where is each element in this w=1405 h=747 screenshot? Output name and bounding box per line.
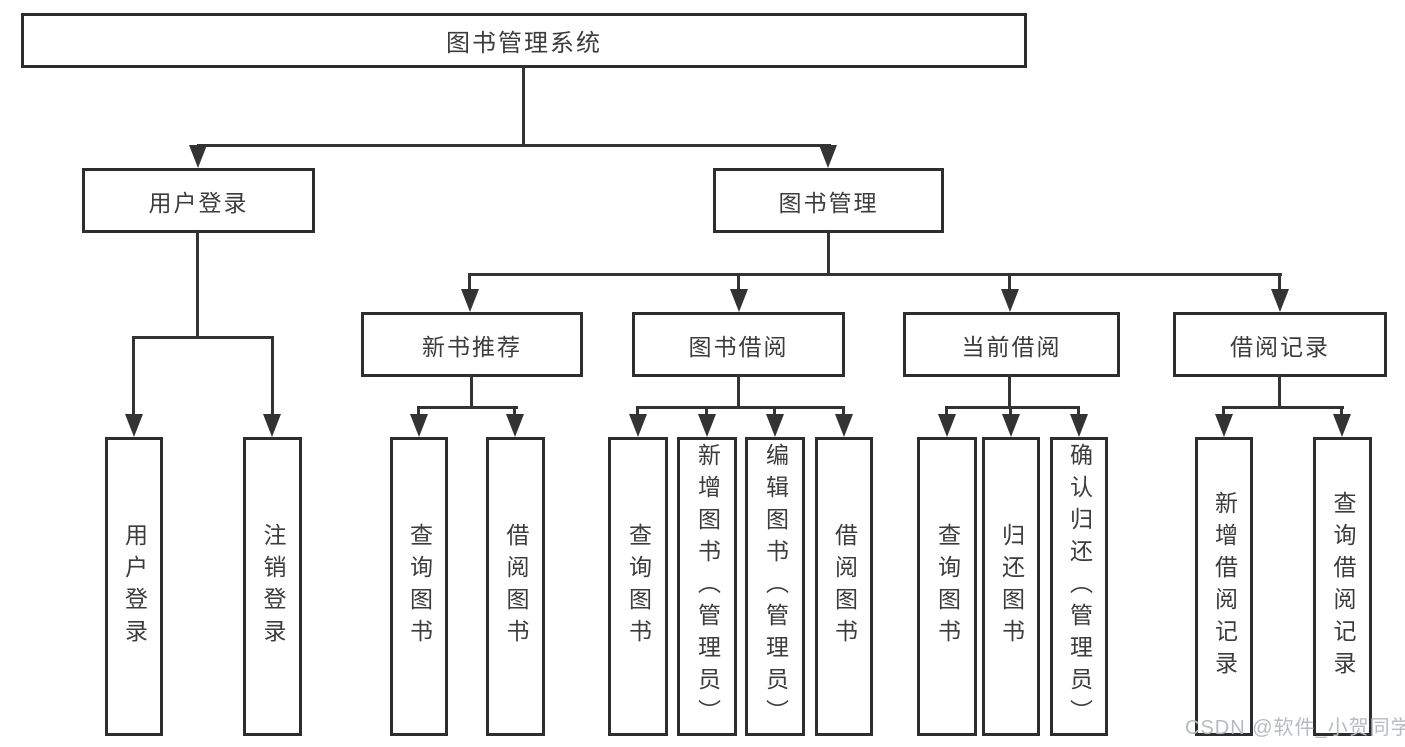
connector-line [737, 375, 740, 406]
node-query-books-borrowing: 查询图书 [608, 437, 668, 736]
node-label: 注销登录 [260, 522, 286, 651]
connector-line [513, 406, 516, 415]
node-label: 新增图书（管理员） [694, 442, 721, 731]
node-new-book-recommendation: 新书推荐 [361, 312, 583, 377]
arrow-down-icon [835, 414, 853, 437]
arrow-down-icon [730, 289, 748, 312]
connector-line [636, 406, 639, 415]
connector-line [946, 406, 1080, 409]
csdn-watermark: CSDN @软件_小贺同学 [1185, 717, 1405, 739]
node-confirm-return-admin: 确认归还（管理员） [1050, 437, 1108, 736]
arrow-down-icon [1271, 289, 1289, 312]
node-query-books-current: 查询图书 [917, 437, 977, 736]
connector-line [1340, 406, 1343, 415]
connector-line [132, 336, 135, 415]
node-borrow-books-borrowing: 借阅图书 [815, 437, 873, 736]
connector-line [1222, 406, 1225, 415]
node-book-management: 图书管理 [713, 168, 944, 233]
arrow-down-icon [506, 414, 524, 437]
connector-line [636, 406, 845, 409]
connector-line [197, 144, 831, 147]
node-book-borrowing: 图书借阅 [632, 312, 845, 377]
connector-line [469, 273, 1282, 276]
connector-line [196, 231, 199, 336]
node-label: 归还图书 [998, 522, 1025, 651]
arrow-down-icon [1001, 289, 1019, 312]
connector-line [1278, 375, 1281, 406]
connector-line [842, 406, 845, 415]
node-label: 借阅图书 [831, 522, 858, 651]
connector-line [133, 336, 274, 339]
node-label: 图书管理系统 [446, 30, 602, 57]
connector-line [468, 273, 471, 290]
node-label: 用户登录 [148, 189, 249, 216]
node-add-borrow-record: 新增借阅记录 [1195, 437, 1253, 736]
node-query-books-recommend: 查询图书 [390, 437, 448, 736]
node-label: 确认归还（管理员） [1066, 442, 1093, 731]
node-label: 图书管理 [778, 189, 879, 216]
node-label: 借阅记录 [1230, 333, 1330, 360]
connector-line [1223, 406, 1344, 409]
node-user-login-action: 用户登录 [105, 437, 163, 736]
arrow-down-icon [1333, 414, 1351, 437]
node-user-login: 用户登录 [82, 168, 315, 233]
node-query-borrow-record: 查询借阅记录 [1313, 437, 1372, 736]
arrow-down-icon [819, 145, 837, 168]
connector-line [1077, 406, 1080, 415]
node-label: 新书推荐 [422, 333, 522, 360]
node-label: 借阅图书 [503, 522, 529, 651]
node-logout-action: 注销登录 [243, 437, 302, 736]
node-label: 当前借阅 [961, 333, 1062, 360]
node-label: 查询借阅记录 [1330, 490, 1356, 683]
node-library-management-system: 图书管理系统 [21, 13, 1027, 68]
arrow-down-icon [263, 414, 281, 437]
node-label: 用户登录 [121, 522, 148, 651]
arrow-down-icon [461, 289, 479, 312]
node-edit-books-admin: 编辑图书（管理员） [745, 437, 805, 736]
connector-line [417, 406, 420, 415]
arrow-down-icon [938, 414, 956, 437]
connector-line [1008, 375, 1011, 406]
node-label: 查询图书 [406, 522, 433, 651]
connector-line [827, 231, 830, 273]
arrow-down-icon [1070, 414, 1088, 437]
node-return-books: 归还图书 [982, 437, 1040, 736]
connector-line [1008, 273, 1011, 290]
connector-line [418, 406, 518, 409]
node-borrow-books-recommend: 借阅图书 [486, 437, 545, 736]
arrow-down-icon [766, 414, 784, 437]
connector-line [522, 66, 525, 144]
connector-line [271, 336, 274, 415]
arrow-down-icon [629, 414, 647, 437]
node-label: 新增借阅记录 [1211, 490, 1238, 683]
node-label: 图书借阅 [688, 333, 789, 360]
connector-line [470, 375, 473, 406]
connector-line [773, 406, 776, 415]
connector-line [1009, 406, 1012, 415]
arrow-down-icon [410, 414, 428, 437]
node-label: 查询图书 [625, 522, 652, 651]
node-label: 编辑图书（管理员） [762, 442, 789, 731]
node-borrowing-records: 借阅记录 [1173, 312, 1387, 377]
arrow-down-icon [698, 414, 716, 437]
connector-line [945, 406, 948, 415]
arrow-down-icon [1002, 414, 1020, 437]
node-label: 查询图书 [934, 522, 961, 651]
connector-line [705, 406, 708, 415]
arrow-down-icon [1215, 414, 1233, 437]
arrow-down-icon [189, 145, 207, 168]
node-current-borrowing: 当前借阅 [903, 312, 1120, 377]
arrow-down-icon [125, 414, 143, 437]
connector-line [1278, 273, 1281, 290]
node-add-books-admin: 新增图书（管理员） [677, 437, 737, 736]
connector-line [737, 273, 740, 290]
